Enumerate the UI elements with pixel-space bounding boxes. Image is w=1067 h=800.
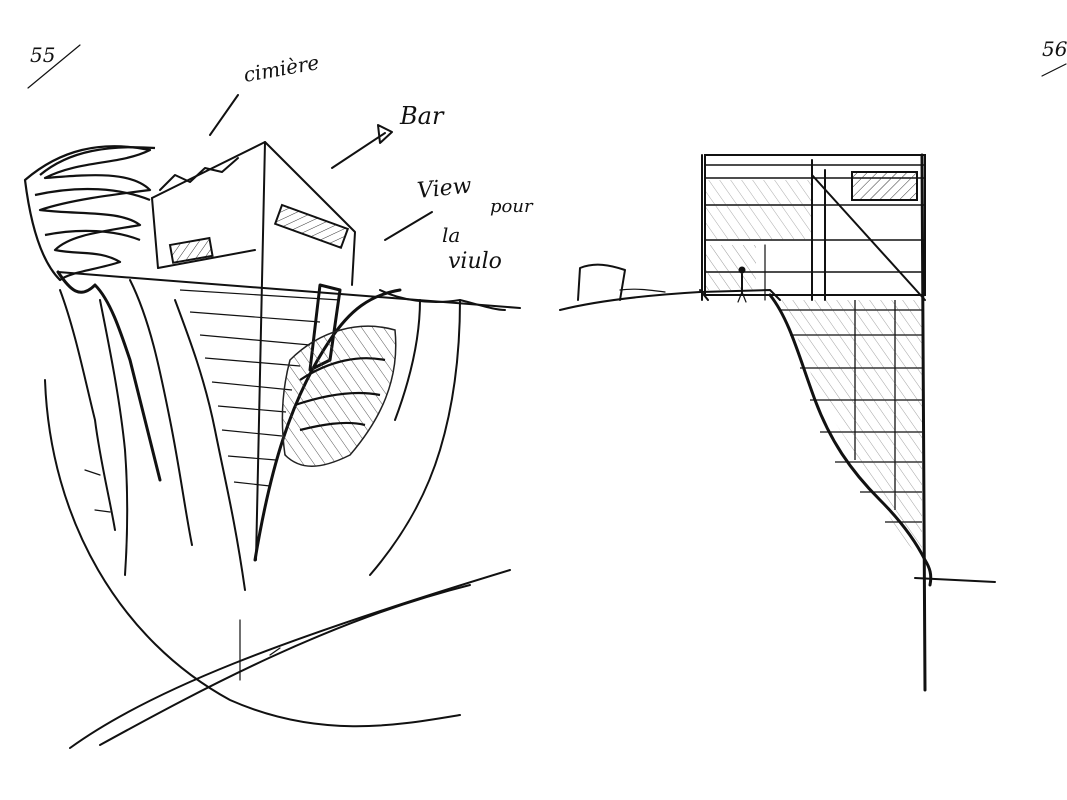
svg-text:55: 55 bbox=[30, 43, 55, 67]
svg-text:cimière: cimière bbox=[242, 50, 321, 87]
page-number-right: 56 bbox=[1041, 37, 1067, 77]
person-figure-icon bbox=[737, 266, 747, 303]
page-number-left: 55 bbox=[27, 43, 81, 89]
annotation-bar: Bar bbox=[331, 102, 445, 169]
svg-text:Bar: Bar bbox=[399, 102, 445, 130]
svg-text:pour: pour bbox=[490, 196, 534, 217]
annotation-top: cimière bbox=[209, 50, 321, 136]
svg-text:56: 56 bbox=[1042, 37, 1067, 61]
perspective-sketch bbox=[23, 141, 521, 749]
section-sketch bbox=[559, 153, 996, 692]
svg-text:viulo: viulo bbox=[448, 249, 502, 274]
svg-text:la: la bbox=[442, 223, 460, 247]
annotation-view: View pour la viulo bbox=[384, 173, 534, 274]
tree-scribble-icon bbox=[23, 145, 152, 282]
svg-text:View: View bbox=[416, 173, 473, 204]
